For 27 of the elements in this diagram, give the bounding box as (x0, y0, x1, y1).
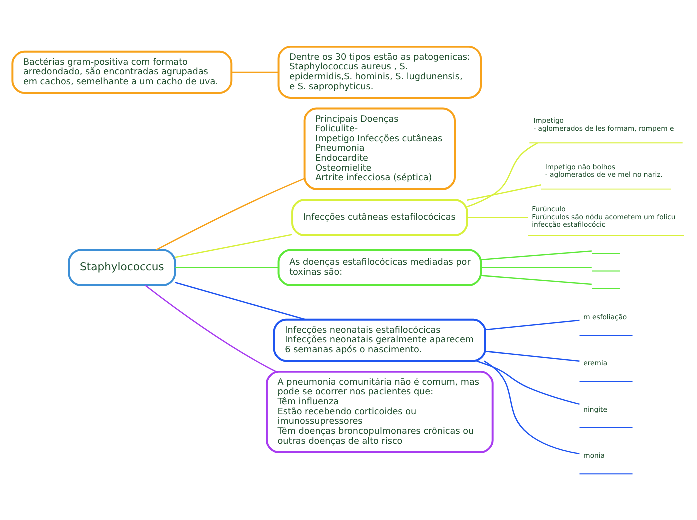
node-box: Principais Doenças Foliculite- Impetigo Infecções cutâneas Pneumonia Endocardite Osteomielite Artrite infecciosa (séptica) (304, 107, 456, 190)
connector (145, 284, 277, 372)
connector (467, 216, 528, 218)
connector (481, 266, 592, 268)
connector (175, 282, 306, 320)
connector (481, 274, 592, 285)
connector (484, 360, 580, 454)
node-box: A pneumonia comunitária não é comum, mas pode se ocorrer nos pacientes que: Têm influenza Estão recebendo corticoides ou imunossupressores Têm doenças broncopulmonares crônicas ou outras doenças de alto risco (266, 370, 494, 453)
connector (156, 178, 305, 250)
node-bar (592, 270, 621, 272)
node-box: Infecções neonatais estafilocócicas Infecções neonatais geralmente aparecem 6 semanas após o nascimento. (273, 318, 486, 362)
connector (232, 71, 279, 73)
connector (467, 142, 538, 208)
node-box: Bactérias gram-positiva com formato arredondado, são encontradas agrupadas em cachos, semelhante a um cacho de uva. (12, 50, 233, 94)
connector (467, 184, 542, 201)
connector (481, 250, 592, 260)
node-box: Infecções cutâneas estafilocócicas (292, 198, 468, 236)
connector (175, 234, 293, 258)
connector (485, 319, 580, 330)
node-bar (592, 252, 621, 254)
node-box: Dentre os 30 tipos estão as patogenicas: Staphylococcus aureus , S. epidermidis,S. hominis, S. lugdunensis, e S. saprophyticus. (278, 45, 482, 98)
connector (476, 360, 580, 405)
node-box: As doenças estafilocócicas mediadas por toxinas são: (278, 248, 482, 286)
connector (485, 350, 580, 362)
connector (175, 266, 279, 268)
node-bar (592, 288, 621, 289)
node-box: Staphylococcus (68, 248, 176, 286)
